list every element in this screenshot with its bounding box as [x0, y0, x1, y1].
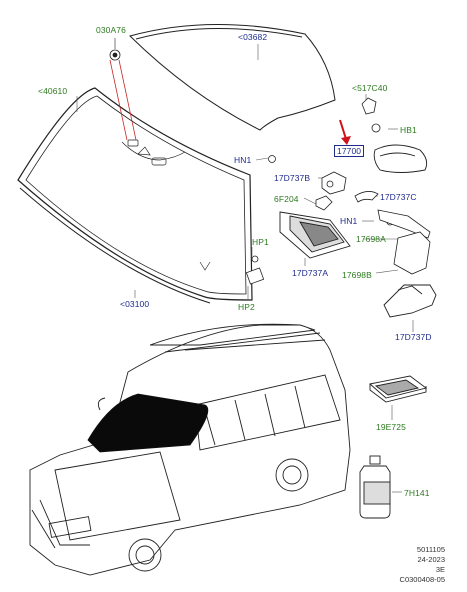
rear-glass-panel: [129, 24, 336, 131]
callout-17D737A: 17D737A: [292, 268, 329, 278]
reference-line-3: 3E: [435, 565, 445, 574]
reference-line-2: 24-2023: [417, 555, 445, 564]
fasteners: [245, 97, 394, 285]
callout-17D737D: 17D737D: [395, 332, 432, 342]
lower-cover: [383, 284, 437, 318]
callout-17D737C: 17D737C: [380, 192, 417, 202]
callout-03100: <03100: [120, 299, 150, 309]
windscreen-highlight: [87, 393, 209, 453]
rear-view-mirror: [373, 144, 428, 173]
callout-17698B: 17698B: [342, 270, 372, 280]
sensor-030A76: [109, 38, 137, 141]
callout-17D737B: 17D737B: [274, 173, 311, 183]
vehicle-illustration: [29, 323, 351, 576]
overhead-console: [279, 211, 351, 259]
callout-HN1-mid: HN1: [340, 216, 358, 226]
highlight-arrow: [339, 119, 351, 145]
reference-line-1: 5011105: [416, 545, 445, 554]
callout-03682: <03682: [238, 32, 268, 42]
mirror-cover-parts: [315, 171, 431, 275]
callout-517C40: <517C40: [352, 83, 388, 93]
callout-40610: <40610: [38, 86, 68, 96]
callout-HP1: HP1: [252, 237, 269, 247]
callout-HN1-top: HN1: [234, 155, 252, 165]
callout-7H141: 7H141: [404, 488, 430, 498]
callout-030A76: 030A76: [96, 25, 126, 35]
bottle: [359, 455, 391, 519]
callout-HB1: HB1: [400, 125, 417, 135]
callout-17698A: 17698A: [356, 234, 386, 244]
diagram-reference: 5011105 24-2023 3E C0300408-05: [400, 545, 445, 585]
callout-HP2: HP2: [238, 302, 255, 312]
callout-17700: 17700: [334, 145, 365, 157]
consumable-kit: [369, 375, 428, 403]
callout-6F204: 6F204: [274, 194, 299, 204]
callout-19E725: 19E725: [376, 422, 406, 432]
reference-line-4: C0300408-05: [399, 575, 445, 584]
windscreen: [17, 87, 253, 304]
